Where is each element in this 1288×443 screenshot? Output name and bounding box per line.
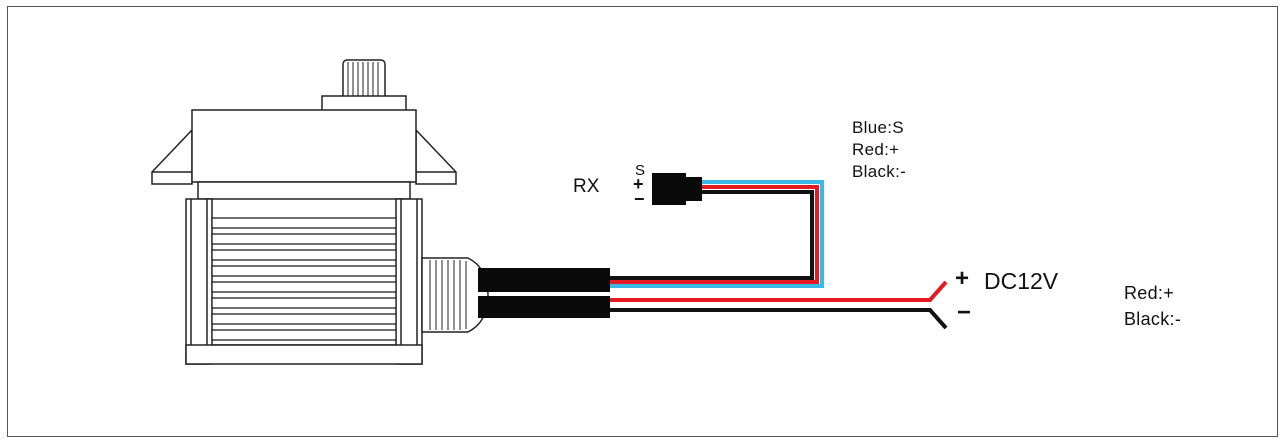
legend-power-black: Black:-	[1124, 309, 1182, 329]
legend-red: Red:+	[852, 140, 900, 159]
rx-pin-minus-label: −	[634, 189, 645, 209]
black-power-wire	[610, 308, 948, 330]
red-plus-wire	[610, 185, 819, 284]
rx-pin-signal-label: S	[635, 162, 646, 179]
power-plus-symbol: +	[955, 265, 970, 292]
rx-connector	[652, 173, 702, 205]
legend-blue: Blue:S	[852, 118, 904, 137]
legend-power-red: Red:+	[1124, 283, 1175, 303]
signal-wire-legend: Blue:S Red:+ Black:-	[852, 117, 906, 183]
power-wires	[610, 280, 948, 330]
servo-rail-left	[185, 198, 213, 365]
signal-wires	[610, 180, 824, 288]
servo-bottom-case	[185, 344, 423, 365]
servo-top-case	[191, 109, 417, 183]
power-wire-legend: Red:+ Black:-	[1124, 280, 1181, 332]
servo-spline-base	[321, 95, 407, 112]
servo-cable-grommet	[421, 257, 489, 333]
servo-spline-gear	[342, 59, 386, 101]
diagram-frame	[7, 6, 1278, 437]
servo-mount-tab-right	[415, 128, 457, 185]
servo-mount-tab-left	[151, 128, 193, 185]
power-voltage-label: DC12V	[984, 268, 1059, 294]
signal-cable-sleeve	[478, 268, 610, 292]
rx-label: RX	[573, 176, 600, 197]
power-cable-sleeve	[478, 296, 610, 318]
rx-pin-plus-label: +	[633, 174, 644, 194]
servo-rail-right	[395, 198, 423, 365]
servo-cooling-fins	[211, 217, 397, 341]
servo-motor	[151, 59, 489, 365]
legend-black: Black:-	[852, 162, 907, 181]
servo-case-step	[197, 181, 411, 200]
blue-signal-wire	[610, 180, 824, 288]
power-minus-symbol: −	[957, 299, 972, 326]
black-minus-wire	[610, 190, 814, 280]
red-power-wire	[610, 280, 948, 302]
spline-ridges	[347, 62, 379, 98]
